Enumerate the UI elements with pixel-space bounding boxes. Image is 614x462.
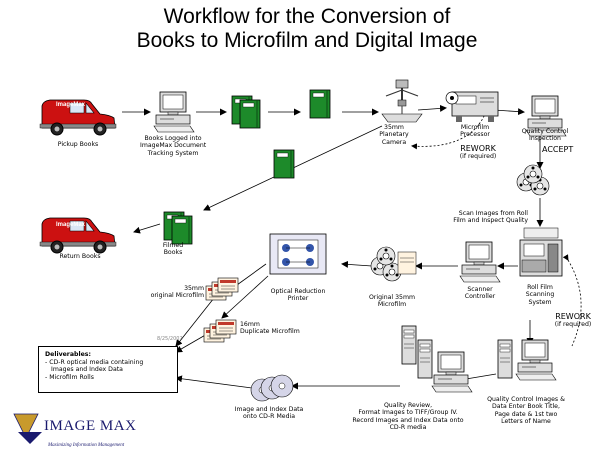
van-icon: ImageMax — [39, 217, 117, 254]
deliverables-heading: Deliverables: — [45, 351, 91, 358]
date-stamp: 8/25/2002 — [157, 336, 183, 342]
label-quality-review: Quality Review,Format Images to TIFF/Gro… — [352, 402, 464, 432]
film-scanner-icon — [519, 227, 563, 277]
microfilm-fiche-icon — [203, 319, 237, 343]
deliverables-box: Deliverables: - CD-R optical media conta… — [38, 346, 178, 393]
deliverables-item: - Microfilm Rolls — [45, 373, 94, 381]
diagram-title-line-2: Books to Microfilm and Digital Image — [136, 29, 478, 52]
svg-text:ImageMax: ImageMax — [56, 102, 86, 108]
label-rework-top: REWORK(if required) — [459, 144, 497, 160]
deliverables-item: Images and Index Data — [51, 366, 123, 374]
logo-mark — [13, 413, 42, 444]
film-reels-icon — [516, 164, 550, 196]
label-pickup-books: Pickup Books — [57, 141, 99, 148]
film-reels-icon — [370, 246, 417, 282]
svg-text:ImageMax: ImageMax — [56, 222, 86, 228]
logo-tagline: Maximizing Information Management — [48, 443, 125, 448]
label-return-books: Return Books — [59, 253, 101, 260]
binder-icon — [309, 89, 331, 119]
tower-computer-icon — [497, 339, 557, 381]
diagram-title-line-1: Workflow for the Conversion of — [163, 5, 451, 28]
tower-computer-icon — [401, 325, 473, 393]
microfilm-fiche-icon — [205, 277, 239, 301]
logo-name: IMAGE MAX — [44, 418, 137, 434]
binder-icon — [231, 95, 261, 129]
deliverables-item: - CD-R optical media containing — [45, 358, 144, 366]
computer-icon — [459, 241, 501, 283]
reduction-printer-icon — [269, 233, 327, 275]
binder-icon — [273, 149, 295, 179]
planetary-camera-icon — [381, 79, 423, 123]
van-icon: ImageMax — [39, 99, 117, 136]
label-qc-images: Quality Control Images &Data Enter Book … — [487, 396, 565, 426]
binder-icon — [163, 211, 193, 245]
computer-icon — [153, 91, 195, 133]
label-rework-right: REWORK(if required) — [554, 312, 592, 328]
microfilm-processor-icon — [445, 91, 499, 123]
cd-rom-icon — [250, 374, 294, 402]
label-accept: ACCEPT — [542, 145, 574, 154]
